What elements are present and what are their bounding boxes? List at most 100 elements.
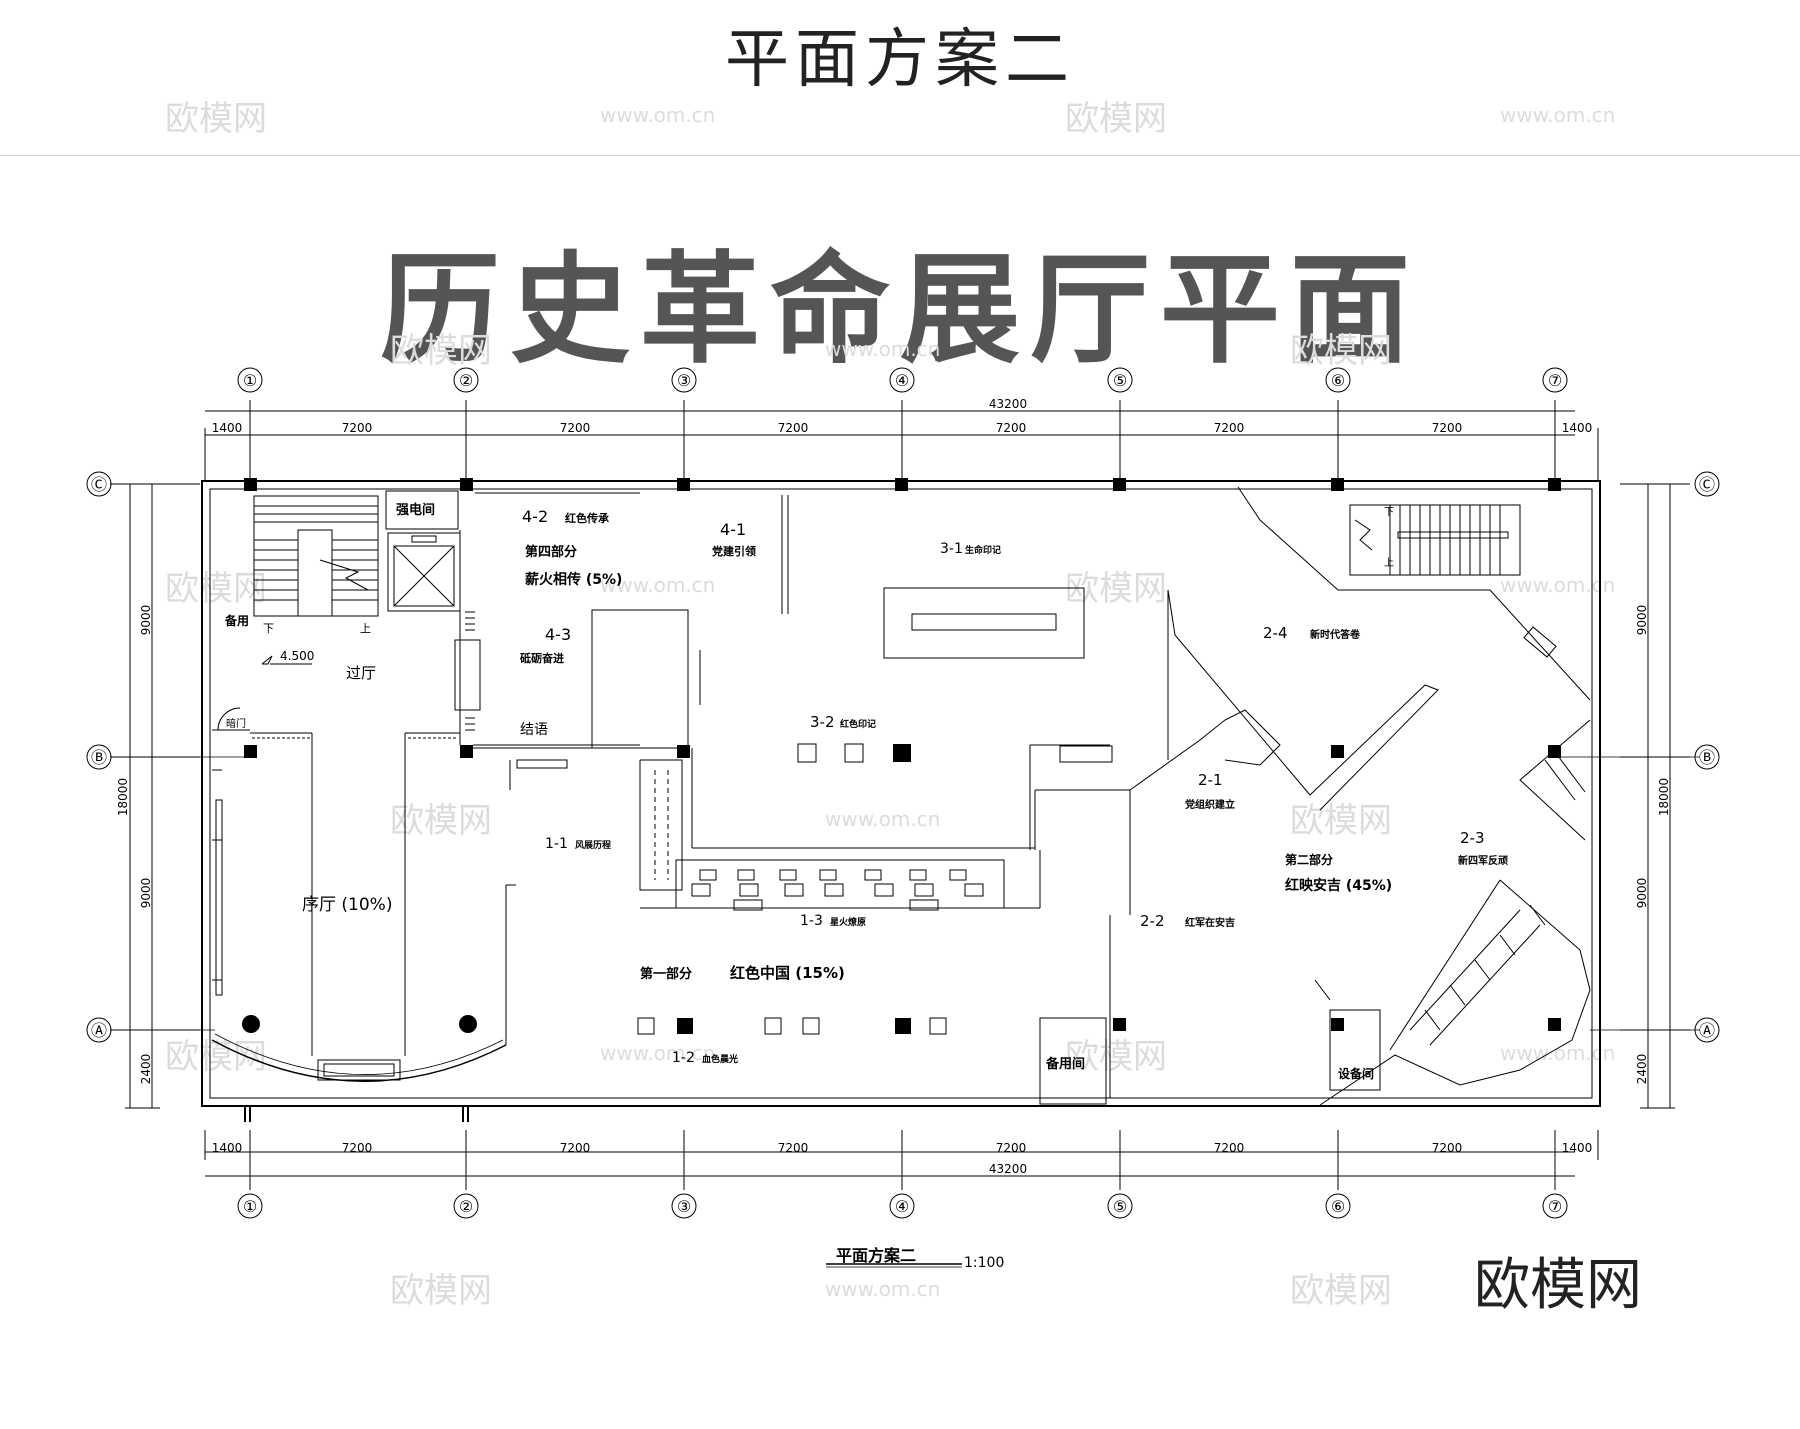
zone-4-3-id: 4-3 [545, 625, 571, 644]
dim-bay: 7200 [342, 1141, 373, 1155]
watermarks: 欧模网 www.om.cn 欧模网 www.om.cn 欧模网 www.om.c… [165, 99, 1615, 1311]
level-mark: 4.500 [261, 649, 314, 665]
dim-row-bay: 9000 [1635, 605, 1649, 636]
stair-right [1349, 504, 1521, 576]
zone-4-2-id: 4-2 [522, 507, 548, 526]
dim-bay: 7200 [778, 1141, 809, 1155]
svg-text:Ⓒ: Ⓒ [1699, 475, 1715, 494]
zone-2-1-id: 2-1 [1198, 771, 1223, 789]
grid-bubble: ⑤ [1107, 1193, 1133, 1219]
svg-text:②: ② [459, 1197, 473, 1216]
drawing-caption: 平面方案二 [836, 1246, 917, 1265]
watermark: 欧模网 [390, 1271, 492, 1311]
grid-bubble: ② [453, 367, 479, 393]
svg-text:⑤: ⑤ [1113, 1197, 1127, 1216]
watermark: 欧模网 [1065, 569, 1167, 609]
preface-hall [211, 733, 507, 1082]
exhibit-boxes-3 [797, 743, 864, 763]
svg-text:Ⓒ: Ⓒ [91, 475, 107, 494]
dim-bay: 1400 [1562, 1141, 1593, 1155]
watermark-url: www.om.cn [600, 1041, 715, 1065]
dim-bay: 7200 [996, 421, 1027, 435]
zone1-walls [506, 759, 568, 886]
elevator-core [385, 490, 461, 612]
conclusion-label: 结语 [520, 722, 548, 738]
zone-3-1-name: 生命印记 [965, 544, 1001, 556]
equipment-room-label: 设备间 [1338, 1066, 1374, 1081]
zone-1-1-name: 风展历程 [575, 839, 611, 851]
watermark-url: www.om.cn [600, 103, 715, 127]
dim-bay: 7200 [1432, 1141, 1463, 1155]
bottom-dimensions [204, 1130, 1599, 1190]
svg-text:②: ② [459, 371, 473, 390]
watermark: 欧模网 [1290, 1271, 1392, 1311]
spare-room-label: 备用间 [1045, 1056, 1085, 1072]
svg-text:④: ④ [895, 371, 909, 390]
part2-label: 第二部分 [1285, 852, 1333, 867]
zone2-showcases [1409, 626, 1586, 1046]
watermark-url: www.om.cn [1500, 573, 1615, 597]
stair-up-label: 上 [360, 622, 371, 635]
dim-bay: 7200 [342, 421, 373, 435]
grid-bubble: ③ [671, 1193, 697, 1219]
top-dimensions [204, 400, 1599, 480]
watermark: 欧模网 [1065, 1037, 1167, 1077]
svg-text:Ⓑ: Ⓑ [1699, 748, 1715, 767]
grid-bubble: ① [237, 367, 263, 393]
zone-2-4-id: 2-4 [1263, 624, 1288, 642]
watermark-url: www.om.cn [600, 573, 715, 597]
zone-3-2-id: 3-2 [810, 713, 835, 731]
right-dimensions [1620, 483, 1690, 1109]
dim-bays-top: 1400 7200 7200 7200 7200 7200 7200 1400 [212, 421, 1593, 435]
exhibit-boxes-1 [637, 1017, 947, 1035]
spare-room [1039, 790, 1131, 1105]
grid-bubble: ③ [671, 367, 697, 393]
svg-text:⑦: ⑦ [1548, 371, 1562, 390]
dim-bay: 7200 [778, 421, 809, 435]
caption-underline [826, 1263, 962, 1268]
page-header: 平面方案二 [0, 0, 1800, 155]
zone-2-3-id: 2-3 [1460, 829, 1485, 847]
zone-4-3-name: 砥砺奋进 [520, 651, 564, 665]
grid-bubble: ⑥ [1325, 367, 1351, 393]
watermark: 欧模网 [1065, 99, 1167, 139]
dim-bay: 7200 [1214, 1141, 1245, 1155]
dim-bay: 7200 [996, 1141, 1027, 1155]
zone-1-2-id: 1-2 [672, 1050, 695, 1066]
lobby-label: 过厅 [346, 664, 376, 682]
watermark: 欧模网 [390, 331, 492, 371]
stair-left [253, 495, 379, 617]
zone-3-1-id: 3-1 [940, 541, 963, 557]
lobby-walls [250, 530, 640, 749]
grid-bubble: Ⓒ [86, 471, 112, 497]
dim-bay: 7200 [560, 1141, 591, 1155]
exhibit-solids-2 [1331, 745, 1344, 1031]
grid-bubble: ⑥ [1325, 1193, 1351, 1219]
dim-row-bay: 9000 [1635, 878, 1649, 909]
part4-label: 第四部分 [525, 544, 577, 560]
spare-label-left: 备用 [224, 613, 249, 628]
zone4-walls [475, 492, 789, 749]
hidden-door-label: 暗门 [226, 717, 246, 730]
watermark: 欧模网 [1290, 331, 1392, 371]
svg-text:④: ④ [895, 1197, 909, 1216]
brand-logo: 欧模网 [1474, 1253, 1642, 1318]
zone-3-2-name: 红色印记 [840, 718, 876, 730]
zone1-3-band [639, 759, 1041, 911]
exhibit-solids-1 [677, 1018, 911, 1034]
column-round [242, 1015, 260, 1033]
watermark: 欧模网 [390, 801, 492, 841]
grid-bubble: ④ [889, 1193, 915, 1219]
svg-text:Ⓐ: Ⓐ [1699, 1021, 1715, 1040]
grid-bubble: Ⓐ [86, 1017, 112, 1043]
zone-4-1-name: 党建引领 [712, 544, 756, 558]
dim-bay: 7200 [1214, 421, 1245, 435]
column-round [459, 1015, 477, 1033]
watermark-url: www.om.cn [825, 1277, 940, 1301]
part2-title: 红映安吉 (45%) [1285, 877, 1392, 894]
zone-4-1-id: 4-1 [720, 520, 746, 539]
dim-bay: 1400 [1562, 421, 1593, 435]
part1-title: 红色中国 (15%) [730, 964, 845, 982]
grid-bubble: Ⓑ [86, 744, 112, 770]
